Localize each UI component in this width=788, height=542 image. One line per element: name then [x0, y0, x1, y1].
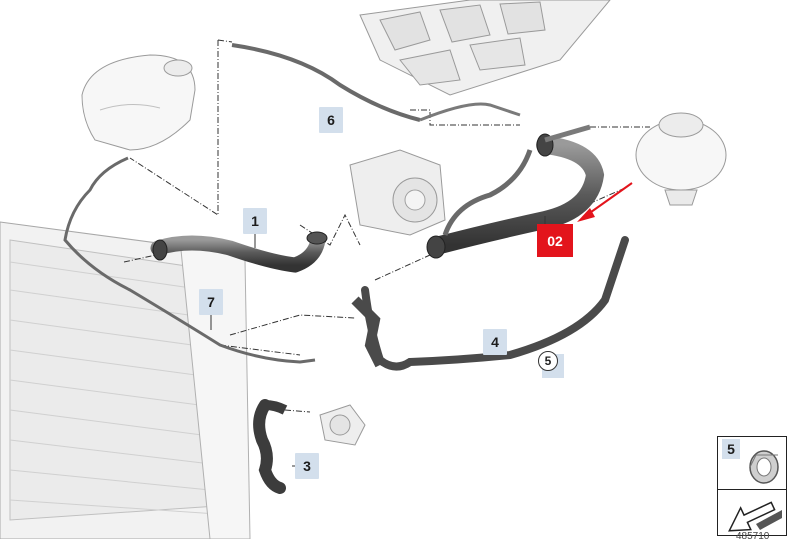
highlighted-part-label[interactable]: 02: [537, 224, 573, 257]
callout-4[interactable]: 4: [483, 329, 507, 355]
hose-7: [63, 156, 316, 364]
hose-6: [231, 43, 521, 122]
diagram-navigation[interactable]: [717, 489, 787, 536]
expansion-tank-left: [81, 54, 196, 151]
pointer-arrow: [577, 182, 633, 222]
leader-lines: [123, 39, 650, 413]
circled-reference-5[interactable]: 5: [538, 351, 558, 371]
hose-1: [150, 231, 328, 273]
callout-1[interactable]: 1: [243, 208, 267, 234]
hose-clamp-icon: [749, 450, 779, 484]
hose-3: [253, 399, 288, 494]
diagram-id: 485710: [736, 531, 770, 542]
hose-02: [426, 124, 605, 259]
callout-3[interactable]: 3: [295, 453, 319, 479]
callout-7[interactable]: 7: [199, 289, 223, 315]
radiator: [0, 221, 251, 539]
engine-cylinder-head: [359, 0, 611, 96]
legend-item-number: 5: [722, 439, 740, 459]
expansion-tank-right: [635, 112, 727, 206]
navigation-arrow-icon: [728, 501, 782, 532]
thermostat-housing: [349, 149, 446, 236]
legend-item-5[interactable]: 5: [717, 436, 787, 490]
callout-6[interactable]: 6: [319, 107, 343, 133]
hose-4: [351, 236, 629, 371]
hose-bypass: [442, 149, 533, 236]
auxiliary-water-pump: [319, 404, 366, 446]
